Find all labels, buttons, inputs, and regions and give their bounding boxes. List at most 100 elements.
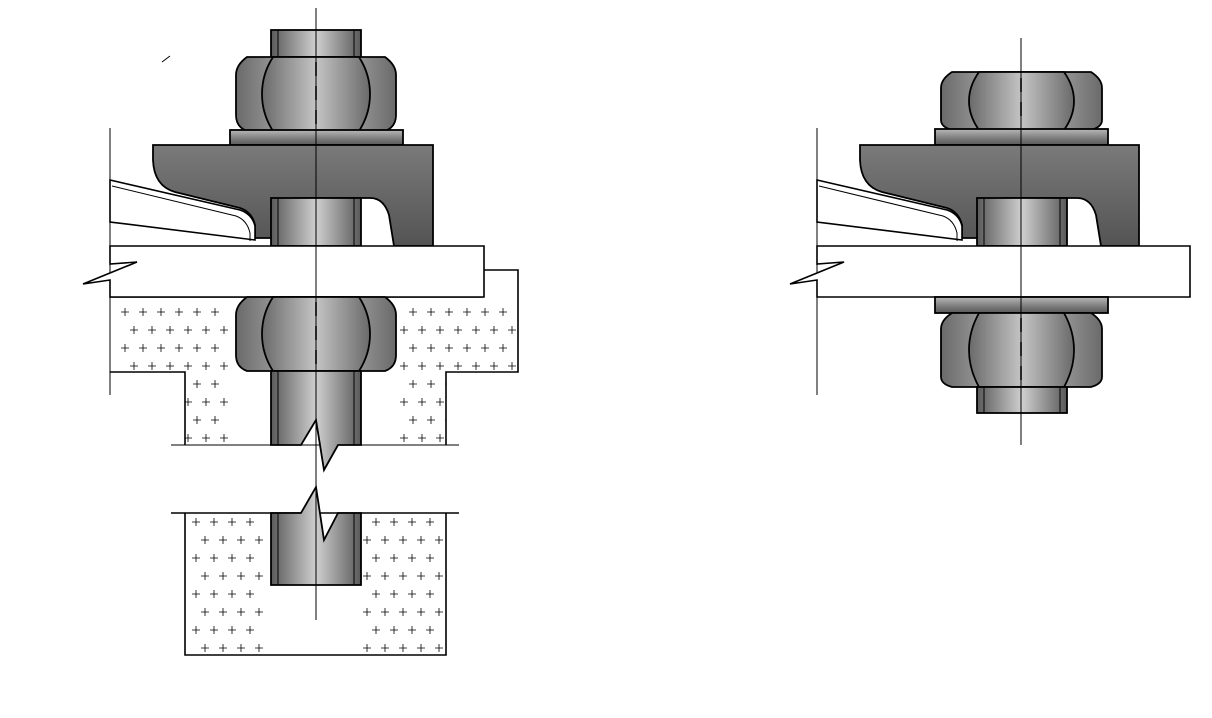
concrete-hatch-mark: [210, 518, 218, 526]
concrete-hatch-mark: [121, 416, 129, 424]
concrete-hatch-mark: [472, 434, 480, 442]
concrete-hatch-mark: [220, 326, 228, 334]
concrete-hatch-mark: [427, 344, 435, 352]
bolt-shank-right: [976, 197, 1068, 247]
concrete-hatch-mark: [202, 398, 210, 406]
concrete-hatch-mark: [409, 380, 417, 388]
concrete-hatch-mark: [508, 398, 516, 406]
concrete-hatch-mark: [220, 434, 228, 442]
concrete-hatch-mark: [130, 362, 138, 370]
concrete-hatch-mark: [166, 434, 174, 442]
concrete-hatch-mark: [427, 416, 435, 424]
concrete-hatch-mark: [435, 608, 443, 616]
concrete-hatch-mark: [400, 398, 408, 406]
concrete-hatch-mark: [219, 644, 227, 652]
concrete-hatch-mark: [436, 434, 444, 442]
concrete-hatch-mark: [193, 344, 201, 352]
concrete-hatch-mark: [372, 518, 380, 526]
concrete-hatch-mark: [211, 380, 219, 388]
concrete-hatch-mark: [175, 308, 183, 316]
concrete-hatch-mark: [192, 626, 200, 634]
concrete-hatch-mark: [481, 344, 489, 352]
concrete-hatch-mark: [228, 626, 236, 634]
concrete-hatch-mark: [184, 398, 192, 406]
concrete-hatch-mark: [237, 572, 245, 580]
right-view: [789, 38, 1191, 445]
concrete-hatch-mark: [472, 362, 480, 370]
concrete-hatch-mark: [139, 416, 147, 424]
bolt-end-right: [976, 386, 1068, 414]
concrete-hatch-mark: [121, 344, 129, 352]
concrete-hatch-mark: [121, 308, 129, 316]
concrete-hatch-mark: [201, 644, 209, 652]
concrete-hatch-mark: [454, 326, 462, 334]
concrete-hatch-mark: [372, 554, 380, 562]
concrete-hatch-mark: [157, 344, 165, 352]
concrete-hatch-mark: [130, 398, 138, 406]
flange-plate-right: [789, 245, 1191, 298]
concrete-hatch-mark: [363, 536, 371, 544]
concrete-hatch-mark: [201, 608, 209, 616]
concrete-hatch-mark: [417, 644, 425, 652]
concrete-hatch-mark: [228, 554, 236, 562]
concrete-hatch-mark: [409, 416, 417, 424]
concrete-hatch-mark: [454, 362, 462, 370]
concrete-hatch-mark: [409, 308, 417, 316]
concrete-hatch-mark: [202, 434, 210, 442]
concrete-hatch-mark: [417, 536, 425, 544]
concrete-hatch-mark: [148, 326, 156, 334]
concrete-hatch-mark: [211, 416, 219, 424]
concrete-hatch-mark: [148, 362, 156, 370]
concrete-hatch-mark: [184, 362, 192, 370]
concrete-hatch-mark: [418, 434, 426, 442]
concrete-hatch-mark: [435, 644, 443, 652]
concrete-hatch-mark: [408, 518, 416, 526]
concrete-hatch-mark: [192, 554, 200, 562]
concrete-hatch-mark: [381, 608, 389, 616]
concrete-hatch-mark: [400, 326, 408, 334]
concrete-hatch-mark: [499, 308, 507, 316]
concrete-hatch-mark: [426, 590, 434, 598]
concrete-hatch-mark: [499, 416, 507, 424]
concrete-hatch-mark: [490, 434, 498, 442]
concrete-hatch-mark: [237, 536, 245, 544]
concrete-hatch-mark: [255, 644, 263, 652]
concrete-hatch-mark: [390, 626, 398, 634]
concrete-hatch-mark: [201, 572, 209, 580]
concrete-hatch-mark: [139, 308, 147, 316]
concrete-hatch-mark: [246, 590, 254, 598]
concrete-hatch-mark: [210, 590, 218, 598]
concrete-hatch-mark: [381, 644, 389, 652]
concrete-hatch-mark: [481, 416, 489, 424]
concrete-hatch-mark: [193, 308, 201, 316]
concrete-hatch-mark: [390, 518, 398, 526]
concrete-hatch-mark: [436, 326, 444, 334]
sloped-flange: [109, 178, 256, 241]
concrete-hatch-mark: [139, 344, 147, 352]
concrete-hatch-mark: [130, 434, 138, 442]
concrete-hatch-mark: [472, 326, 480, 334]
concrete-hatch-mark: [390, 554, 398, 562]
concrete-hatch-mark: [220, 362, 228, 370]
concrete-hatch-mark: [192, 590, 200, 598]
concrete-hatch-mark: [400, 434, 408, 442]
concrete-hatch-mark: [445, 308, 453, 316]
concrete-hatch-mark: [426, 518, 434, 526]
concrete-hatch-mark: [417, 608, 425, 616]
concrete-hatch-mark: [372, 626, 380, 634]
concrete-hatch-mark: [399, 608, 407, 616]
concrete-hatch-mark: [481, 308, 489, 316]
concrete-hatch-mark: [490, 362, 498, 370]
concrete-hatch-mark: [435, 572, 443, 580]
concrete-hatch-mark: [408, 554, 416, 562]
concrete-hatch-mark: [418, 398, 426, 406]
concrete-hatch-mark: [202, 362, 210, 370]
concrete-hatch-mark: [363, 608, 371, 616]
concrete-hatch-mark: [490, 326, 498, 334]
concrete-hatch-mark: [148, 434, 156, 442]
concrete-hatch-mark: [381, 536, 389, 544]
concrete-hatch-mark: [228, 590, 236, 598]
concrete-hatch-mark: [508, 434, 516, 442]
concrete-hatch-mark: [193, 416, 201, 424]
concrete-hatch-mark: [166, 362, 174, 370]
